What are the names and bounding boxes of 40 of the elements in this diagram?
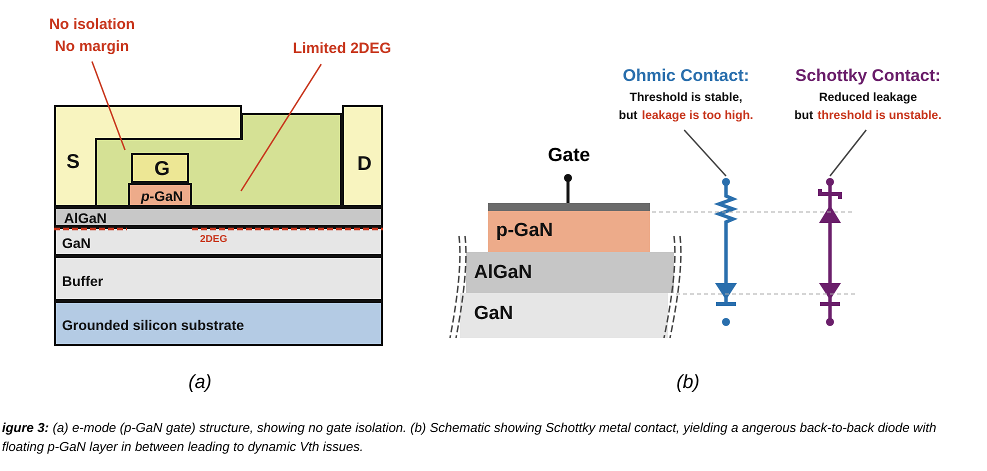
contact-note: Reduced leakage bbox=[818, 90, 918, 104]
p-gan-layer bbox=[128, 183, 192, 207]
contact-note: but bbox=[618, 108, 638, 122]
contact-title: Schottky Contact: bbox=[794, 66, 942, 86]
layer-label: AlGaN bbox=[64, 210, 107, 226]
gate-electrode bbox=[131, 153, 189, 183]
contact-title: Ohmic Contact: bbox=[622, 66, 750, 86]
terminal-label: Gate bbox=[548, 145, 590, 167]
layer-label: Buffer bbox=[62, 273, 104, 289]
contact-note: but bbox=[794, 108, 814, 122]
layer-label: p-GaN bbox=[496, 220, 553, 242]
contact-note: threshold is unstable. bbox=[818, 108, 942, 122]
leader-line bbox=[684, 130, 727, 176]
leader-line bbox=[829, 130, 867, 176]
panel-label: (a) bbox=[188, 372, 212, 394]
panel-label: (b) bbox=[676, 372, 700, 394]
gan-layer bbox=[54, 227, 383, 256]
substrate-layer bbox=[54, 301, 383, 346]
contact-note: Threshold is stable, bbox=[630, 90, 742, 104]
leader-line bbox=[240, 64, 322, 192]
2deg-label: 2DEG bbox=[200, 234, 228, 245]
electrode-label: S bbox=[65, 151, 81, 174]
layer-label: AlGaN bbox=[474, 262, 532, 284]
drain-electrode bbox=[342, 105, 383, 207]
figure-caption: igure 3: (a) e-mode (p-GaN gate) structure, showing no gate isolation. (b) Schematic showing Schottky metal contact, yielding a angerous back-to-back diode with floating p-GaN layer in between leading to dynamic Vth issues. bbox=[2, 419, 938, 456]
callout-text: No isolation No margin bbox=[48, 15, 136, 57]
algan-layer bbox=[466, 252, 674, 293]
gan-layer bbox=[460, 293, 668, 338]
layer-label: GaN bbox=[474, 303, 514, 325]
layer-label: Grounded silicon substrate bbox=[62, 317, 244, 333]
layer-label: GaN bbox=[62, 235, 91, 251]
buffer-layer bbox=[54, 256, 383, 301]
layer-label: p-GaN bbox=[140, 188, 184, 204]
contact-note: leakage is too high. bbox=[642, 108, 754, 122]
callout-text: Limited 2DEG bbox=[292, 40, 392, 57]
electrode-label: G bbox=[153, 158, 171, 181]
leader-line bbox=[91, 61, 126, 150]
algan-layer bbox=[54, 207, 383, 227]
electrode-label: D bbox=[356, 153, 373, 176]
p-gan-layer bbox=[488, 211, 650, 252]
